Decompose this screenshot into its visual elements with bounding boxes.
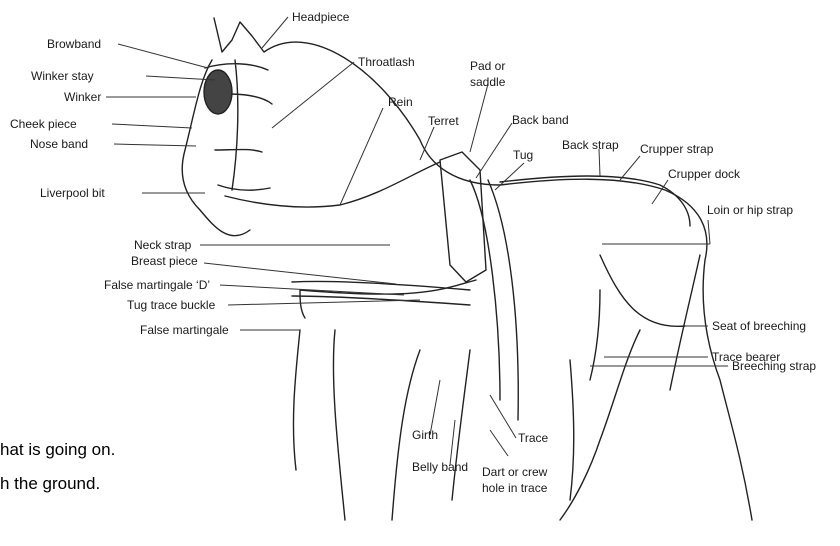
label-dart-2: hole in trace [482,481,548,495]
label-pad-or-saddle-2: saddle [470,75,506,89]
label-liverpool-bit: Liverpool bit [40,186,105,200]
label-winker-stay: Winker stay [31,69,94,83]
partial-text-line-2: h the ground. [0,474,100,494]
label-dart-1: Dart or crew [482,465,548,479]
label-crupper-dock: Crupper dock [668,167,741,181]
label-headpiece: Headpiece [292,10,350,24]
label-girth: Girth [412,428,438,442]
label-tug: Tug [513,148,533,162]
label-loin-or-hip-strap: Loin or hip strap [707,203,793,217]
label-rein: Rein [388,95,413,109]
partial-text-line-1: hat is going on. [0,440,115,460]
label-pad-or-saddle-1: Pad or [470,59,505,73]
label-trace: Trace [518,431,549,445]
label-false-martingale-d: False martingale ‘D’ [104,278,210,292]
horse-outline [182,18,752,520]
label-belly-band: Belly band [412,460,468,474]
label-false-martingale: False martingale [140,323,229,337]
winker-shape [204,70,232,114]
label-neck-strap: Neck strap [134,238,192,252]
label-browband: Browband [47,37,101,51]
label-back-band: Back band [512,113,569,127]
rein-line [225,162,440,207]
label-terret: Terret [428,114,459,128]
label-nose-band: Nose band [30,137,88,151]
label-cheek-piece: Cheek piece [10,117,77,131]
label-breeching-strap: Breeching strap [732,359,816,373]
back-strap-line [500,176,690,226]
label-tug-trace-buckle: Tug trace buckle [127,298,216,312]
label-crupper-strap: Crupper strap [640,142,714,156]
label-throatlash: Throatlash [358,55,415,69]
label-winker: Winker [64,90,101,104]
label-seat-of-breeching: Seat of breeching [712,319,806,333]
label-back-strap: Back strap [562,138,619,152]
label-breast-piece: Breast piece [131,254,198,268]
breeching-lines [570,255,685,500]
